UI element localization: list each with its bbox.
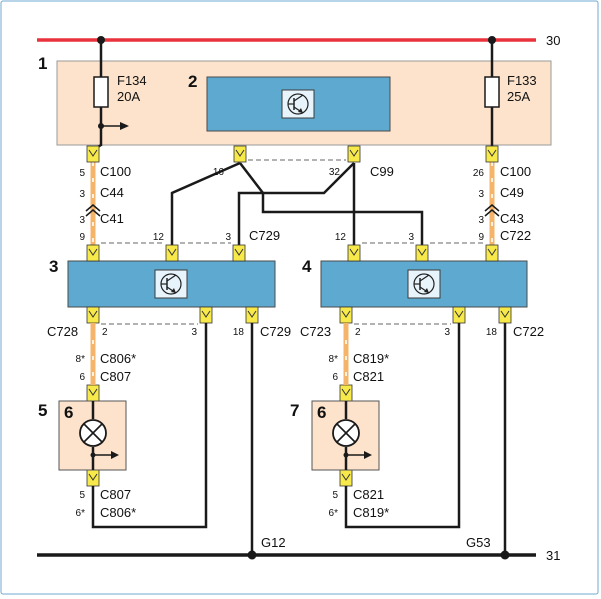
pin-c722-3: 3 <box>408 232 414 243</box>
wire-lamp5-return <box>91 323 208 529</box>
label-c819-star: C819* <box>353 351 389 366</box>
label-c100-left: C100 <box>100 164 131 179</box>
fuse-f134-icon <box>93 76 109 108</box>
wire-lamp7-return <box>344 323 461 529</box>
lamp-7-icon <box>332 401 372 470</box>
label-c722-lower: C722 <box>513 324 544 339</box>
pin-c722-9: 9 <box>478 232 484 243</box>
module-3-transistor-icon <box>154 269 188 299</box>
pin-c819-star: 8* <box>329 354 339 365</box>
lamp-7-number: 7 <box>290 401 299 420</box>
label-c807-bottom: C807 <box>100 487 131 502</box>
label-c807: C807 <box>100 369 131 384</box>
ground-point-g12 <box>247 550 257 560</box>
inline-connector-c49-c43-icon <box>484 204 500 217</box>
pin-c806-star-bottom: 6* <box>76 508 86 519</box>
pin-c728-2: 2 <box>102 327 108 338</box>
wire-m2-16-to-m4-3 <box>239 162 424 248</box>
pin-c723-2: 2 <box>355 327 361 338</box>
terminals <box>86 145 512 487</box>
pin-c729-3: 3 <box>225 232 231 243</box>
lamp-7-symbol: 6 <box>317 403 326 422</box>
bus-31-label: 31 <box>546 548 560 563</box>
fuse-f134-id: F134 <box>117 73 147 88</box>
fuse-f134-rating: 20A <box>117 89 140 104</box>
pin-c43: 3 <box>478 215 484 226</box>
label-c729-lower: C729 <box>260 324 291 339</box>
pin-c729-18: 18 <box>233 327 245 338</box>
label-c43: C43 <box>500 211 524 226</box>
fuse-f133-icon <box>484 76 500 108</box>
module-3 <box>67 260 276 308</box>
module-2-transistor-icon <box>281 89 315 119</box>
fuse-f133-rating: 25A <box>507 89 530 104</box>
label-c722-upper: C722 <box>500 228 531 243</box>
module-3-number: 3 <box>49 257 58 276</box>
lamp-5-number: 5 <box>38 401 47 420</box>
label-c729-upper: C729 <box>249 228 280 243</box>
pin-c821-bottom: 5 <box>332 490 338 501</box>
pin-c821: 6 <box>332 372 338 383</box>
label-c100-right: C100 <box>500 164 531 179</box>
wire-m2-16-to-m3-12 <box>170 161 241 248</box>
pin-c729-9: 9 <box>79 232 85 243</box>
label-c44: C44 <box>100 185 124 200</box>
bus-30-label: 30 <box>546 33 560 48</box>
label-c806-star: C806* <box>100 351 136 366</box>
junction-f133 <box>488 36 496 44</box>
label-c821-bottom: C821 <box>353 487 384 502</box>
pin-c728-3: 3 <box>191 327 197 338</box>
pin-c807: 6 <box>79 372 85 383</box>
label-c99: C99 <box>370 164 394 179</box>
inline-connector-c44-c41-icon <box>85 204 101 217</box>
pin-c729-12: 12 <box>153 232 165 243</box>
wire-m2-32-to-m3-3 <box>237 162 355 248</box>
label-c49: C49 <box>500 185 524 200</box>
label-c821: C821 <box>353 369 384 384</box>
module-4-number: 4 <box>302 257 312 276</box>
module-2-number: 2 <box>188 72 197 91</box>
pin-c723-3: 3 <box>444 327 450 338</box>
pin-c100-right: 26 <box>473 168 485 179</box>
lamp-5-icon <box>79 401 119 470</box>
pin-c99-16: 16 <box>213 167 225 178</box>
label-c728: C728 <box>47 324 78 339</box>
pin-c807-bottom: 5 <box>79 490 85 501</box>
lamp-5-symbol: 6 <box>64 403 73 422</box>
label-c723: C723 <box>300 324 331 339</box>
pin-c44: 3 <box>79 189 85 200</box>
label-c819-star-bottom: C819* <box>353 505 389 520</box>
label-c41: C41 <box>100 211 124 226</box>
pin-c100-left: 5 <box>79 168 85 179</box>
pin-c49: 3 <box>478 189 484 200</box>
pin-c819-star-bottom: 6* <box>329 508 339 519</box>
pin-c41: 3 <box>79 215 85 226</box>
junction-f134 <box>97 36 105 44</box>
label-g12: G12 <box>261 535 286 550</box>
pin-c722-18: 18 <box>486 327 498 338</box>
ground-point-g53 <box>500 550 510 560</box>
fuse-box-number: 1 <box>38 54 47 73</box>
pin-c99-32: 32 <box>329 167 341 178</box>
pin-c806-star: 8* <box>76 354 86 365</box>
fuse-f133-id: F133 <box>507 73 537 88</box>
label-c806-star-bottom: C806* <box>100 505 136 520</box>
label-g53: G53 <box>466 535 491 550</box>
tap-arrow-icon <box>120 122 129 130</box>
pin-c722-12: 12 <box>335 232 347 243</box>
module-4-transistor-icon <box>407 269 441 299</box>
